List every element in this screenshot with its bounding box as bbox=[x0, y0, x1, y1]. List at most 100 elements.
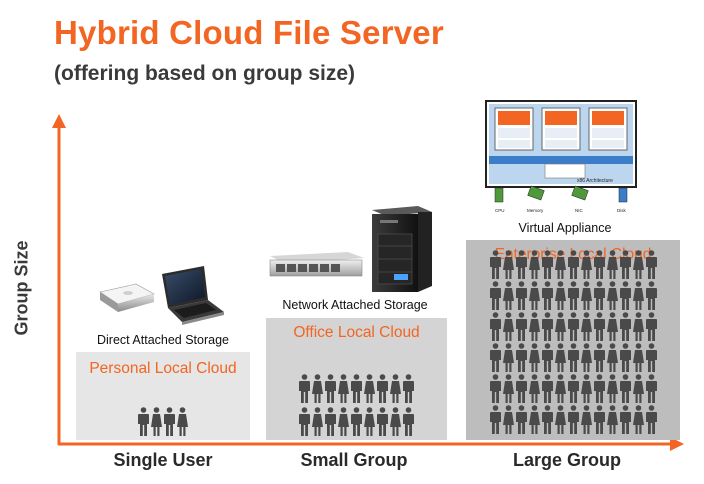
person-icon bbox=[606, 405, 618, 434]
device-label-nas: Network Attached Storage bbox=[282, 298, 428, 312]
person-icon bbox=[515, 374, 527, 403]
person-icon bbox=[351, 407, 362, 436]
device-label-virtual-appliance: Virtual Appliance bbox=[518, 221, 612, 235]
x86-label: x86 Architecture bbox=[577, 178, 613, 184]
person-icon bbox=[151, 407, 162, 436]
person-icon bbox=[528, 312, 540, 341]
people-group-personal bbox=[76, 407, 250, 437]
person-icon bbox=[593, 405, 605, 434]
person-icon bbox=[502, 250, 514, 279]
person-icon bbox=[364, 407, 375, 436]
person-icon bbox=[489, 343, 501, 372]
person-icon bbox=[541, 281, 553, 310]
person-icon bbox=[567, 250, 579, 279]
person-icon bbox=[338, 407, 349, 436]
person-icon bbox=[351, 374, 362, 403]
tier-title-office: Office Local Cloud bbox=[293, 324, 420, 341]
person-icon bbox=[541, 405, 553, 434]
y-axis-arrow-icon bbox=[52, 114, 66, 128]
person-icon bbox=[593, 312, 605, 341]
person-icon bbox=[502, 343, 514, 372]
person-icon bbox=[645, 343, 657, 372]
person-icon bbox=[325, 374, 336, 403]
person-icon bbox=[541, 343, 553, 372]
person-icon bbox=[554, 405, 566, 434]
network-attached-storage-icon bbox=[269, 206, 432, 292]
person-icon bbox=[567, 281, 579, 310]
device-label-das: Direct Attached Storage bbox=[96, 333, 230, 347]
person-icon bbox=[580, 250, 592, 279]
tier-panel-office: Office Local Cloud bbox=[266, 318, 447, 440]
x-axis-label-single-user: Single User bbox=[113, 450, 213, 470]
nic-card-icon bbox=[571, 185, 589, 201]
person-icon bbox=[541, 374, 553, 403]
person-icon bbox=[364, 374, 375, 403]
person-icon bbox=[377, 374, 388, 403]
person-icon bbox=[619, 281, 631, 310]
person-icon bbox=[619, 312, 631, 341]
people-row bbox=[299, 407, 414, 437]
person-icon bbox=[554, 343, 566, 372]
people-row bbox=[489, 343, 657, 373]
x-axis-arrow-icon bbox=[670, 437, 684, 451]
person-icon bbox=[403, 374, 414, 403]
cpu-chip-icon bbox=[494, 187, 504, 203]
person-icon bbox=[619, 374, 631, 403]
person-icon bbox=[567, 312, 579, 341]
component-label-cpu: CPU bbox=[495, 208, 505, 213]
people-row bbox=[138, 407, 188, 437]
person-icon bbox=[645, 374, 657, 403]
person-icon bbox=[567, 374, 579, 403]
person-icon bbox=[377, 407, 388, 436]
person-icon bbox=[299, 374, 310, 403]
component-label-nic: NIC bbox=[575, 208, 584, 213]
person-icon bbox=[403, 407, 414, 436]
vm-boxes bbox=[494, 107, 628, 151]
people-row bbox=[489, 374, 657, 404]
person-icon bbox=[528, 343, 540, 372]
person-icon bbox=[567, 343, 579, 372]
person-icon bbox=[645, 405, 657, 434]
person-icon bbox=[489, 405, 501, 434]
person-icon bbox=[619, 250, 631, 279]
hardware-components bbox=[494, 185, 628, 203]
page-title: Hybrid Cloud File Server bbox=[54, 14, 444, 51]
person-icon bbox=[528, 405, 540, 434]
person-icon bbox=[502, 374, 514, 403]
person-icon bbox=[593, 343, 605, 372]
tier-panel-personal: Personal Local Cloud bbox=[76, 352, 250, 440]
person-icon bbox=[645, 312, 657, 341]
person-icon bbox=[528, 250, 540, 279]
person-icon bbox=[489, 281, 501, 310]
person-icon bbox=[325, 407, 336, 436]
person-icon bbox=[632, 374, 644, 403]
person-icon bbox=[515, 312, 527, 341]
person-icon bbox=[567, 405, 579, 434]
person-icon bbox=[645, 250, 657, 279]
tier-title-personal: Personal Local Cloud bbox=[89, 360, 237, 377]
person-icon bbox=[312, 407, 323, 436]
external-drive-icon bbox=[99, 283, 155, 312]
person-icon bbox=[606, 312, 618, 341]
person-icon bbox=[138, 407, 149, 436]
component-label-memory: Memory bbox=[527, 208, 544, 213]
tier-panel-enterprise: Enterprise Local Cloud bbox=[466, 240, 680, 440]
people-row bbox=[489, 281, 657, 311]
person-icon bbox=[502, 281, 514, 310]
x-axis-label-small-group: Small Group bbox=[300, 450, 408, 470]
person-icon bbox=[606, 374, 618, 403]
person-icon bbox=[515, 250, 527, 279]
disk-icon bbox=[618, 187, 628, 203]
person-icon bbox=[593, 374, 605, 403]
people-row bbox=[489, 405, 657, 435]
person-icon bbox=[541, 250, 553, 279]
person-icon bbox=[390, 407, 401, 436]
people-row bbox=[489, 312, 657, 342]
people-group-enterprise bbox=[466, 250, 680, 435]
people-group-office bbox=[266, 374, 447, 437]
people-row bbox=[489, 250, 657, 280]
person-icon bbox=[390, 374, 401, 403]
person-icon bbox=[580, 374, 592, 403]
person-icon bbox=[554, 281, 566, 310]
